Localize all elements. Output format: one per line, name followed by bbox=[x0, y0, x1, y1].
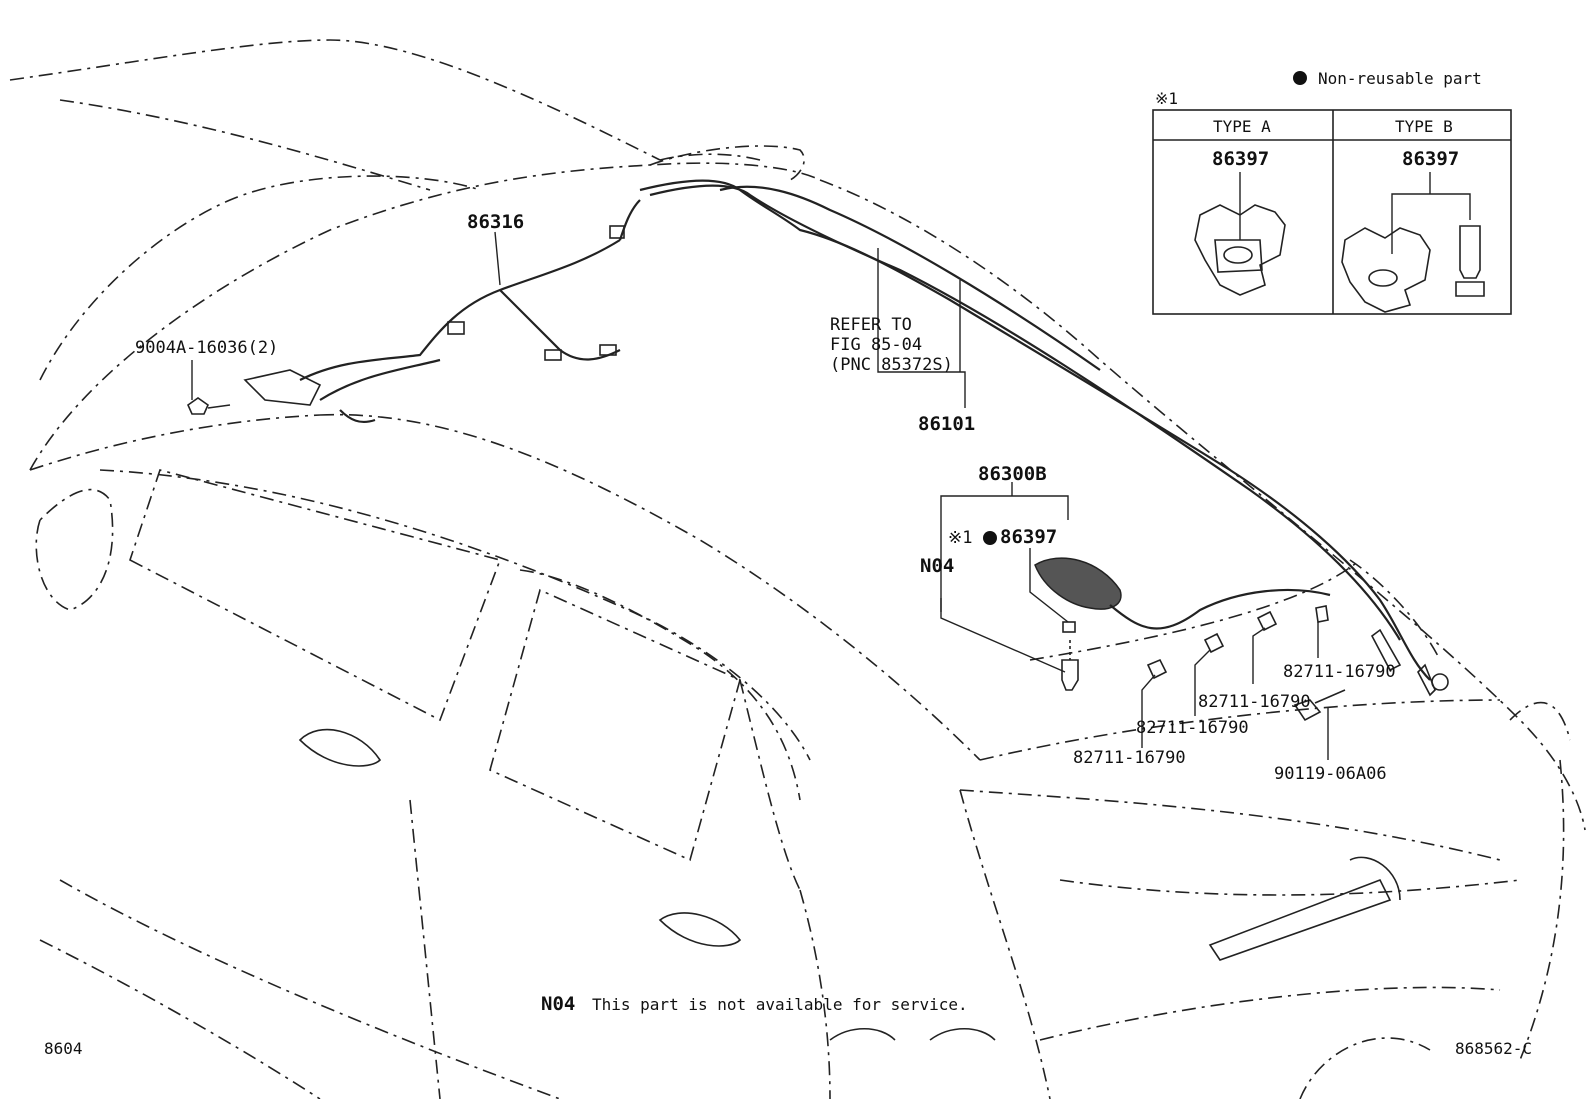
screw-9004a-icon bbox=[187, 397, 231, 415]
part-label-clip-1: 82711-16790 bbox=[1073, 748, 1186, 768]
figure-number-left: 8604 bbox=[44, 1039, 83, 1058]
inset-type-b-header: TYPE B bbox=[1395, 117, 1453, 136]
part-label-86101: 86101 bbox=[918, 413, 975, 435]
non-reusable-dot-icon bbox=[983, 531, 997, 545]
refer-line-1: REFER TO bbox=[830, 315, 912, 335]
antenna-nut-icon bbox=[1061, 621, 1079, 691]
connector-icon bbox=[609, 225, 625, 239]
connector-icon bbox=[447, 321, 465, 335]
part-label-clip-2: 82711-16790 bbox=[1136, 718, 1249, 738]
bolt-90119-icon bbox=[1293, 689, 1346, 722]
antenna-cord-86101 bbox=[639, 179, 1449, 697]
part-label-86316: 86316 bbox=[467, 211, 524, 233]
part-label-n04: N04 bbox=[920, 555, 954, 577]
note-mark-1: ※1 bbox=[948, 528, 972, 548]
footer-n04-code: N04 bbox=[541, 993, 575, 1015]
inset-type-a-header: TYPE A bbox=[1213, 117, 1271, 136]
inset-type-a-part: 86397 bbox=[1212, 148, 1269, 170]
part-label-clip-4: 82711-16790 bbox=[1283, 662, 1396, 682]
wire-harness-86316 bbox=[243, 199, 641, 424]
vehicle-outline bbox=[9, 39, 1586, 1099]
part-label-86397: 86397 bbox=[1000, 526, 1057, 548]
refer-line-3: (PNC 85372S) bbox=[830, 355, 953, 375]
clip-type-b-icon bbox=[1341, 225, 1485, 313]
refer-line-2: FIG 85-04 bbox=[830, 335, 922, 355]
clip-icons bbox=[1146, 605, 1329, 680]
inset-mark: ※1 bbox=[1155, 89, 1178, 108]
connector-icon bbox=[544, 349, 562, 361]
leader-lines bbox=[191, 231, 1329, 760]
inset-panel: ※1 TYPE A TYPE B 86397 86397 bbox=[1152, 89, 1512, 315]
connector-icon bbox=[599, 344, 617, 356]
legend-non-reusable: Non-reusable part bbox=[1318, 69, 1482, 88]
legend-dot-icon bbox=[1293, 71, 1307, 85]
part-label-9004a: 9004A-16036(2) bbox=[135, 338, 278, 358]
part-label-clip-3: 82711-16790 bbox=[1198, 692, 1311, 712]
inset-frame bbox=[1152, 109, 1512, 315]
shark-fin-antenna-86300b bbox=[1034, 557, 1402, 672]
part-label-bolt: 90119-06A06 bbox=[1274, 764, 1387, 784]
part-label-86300b: 86300B bbox=[978, 463, 1047, 485]
clip-type-a-icon bbox=[1194, 204, 1286, 296]
figure-number-right: 868562-C bbox=[1455, 1039, 1532, 1058]
inset-type-b-part: 86397 bbox=[1402, 148, 1459, 170]
footer-n04-note: This part is not available for service. bbox=[592, 995, 968, 1014]
